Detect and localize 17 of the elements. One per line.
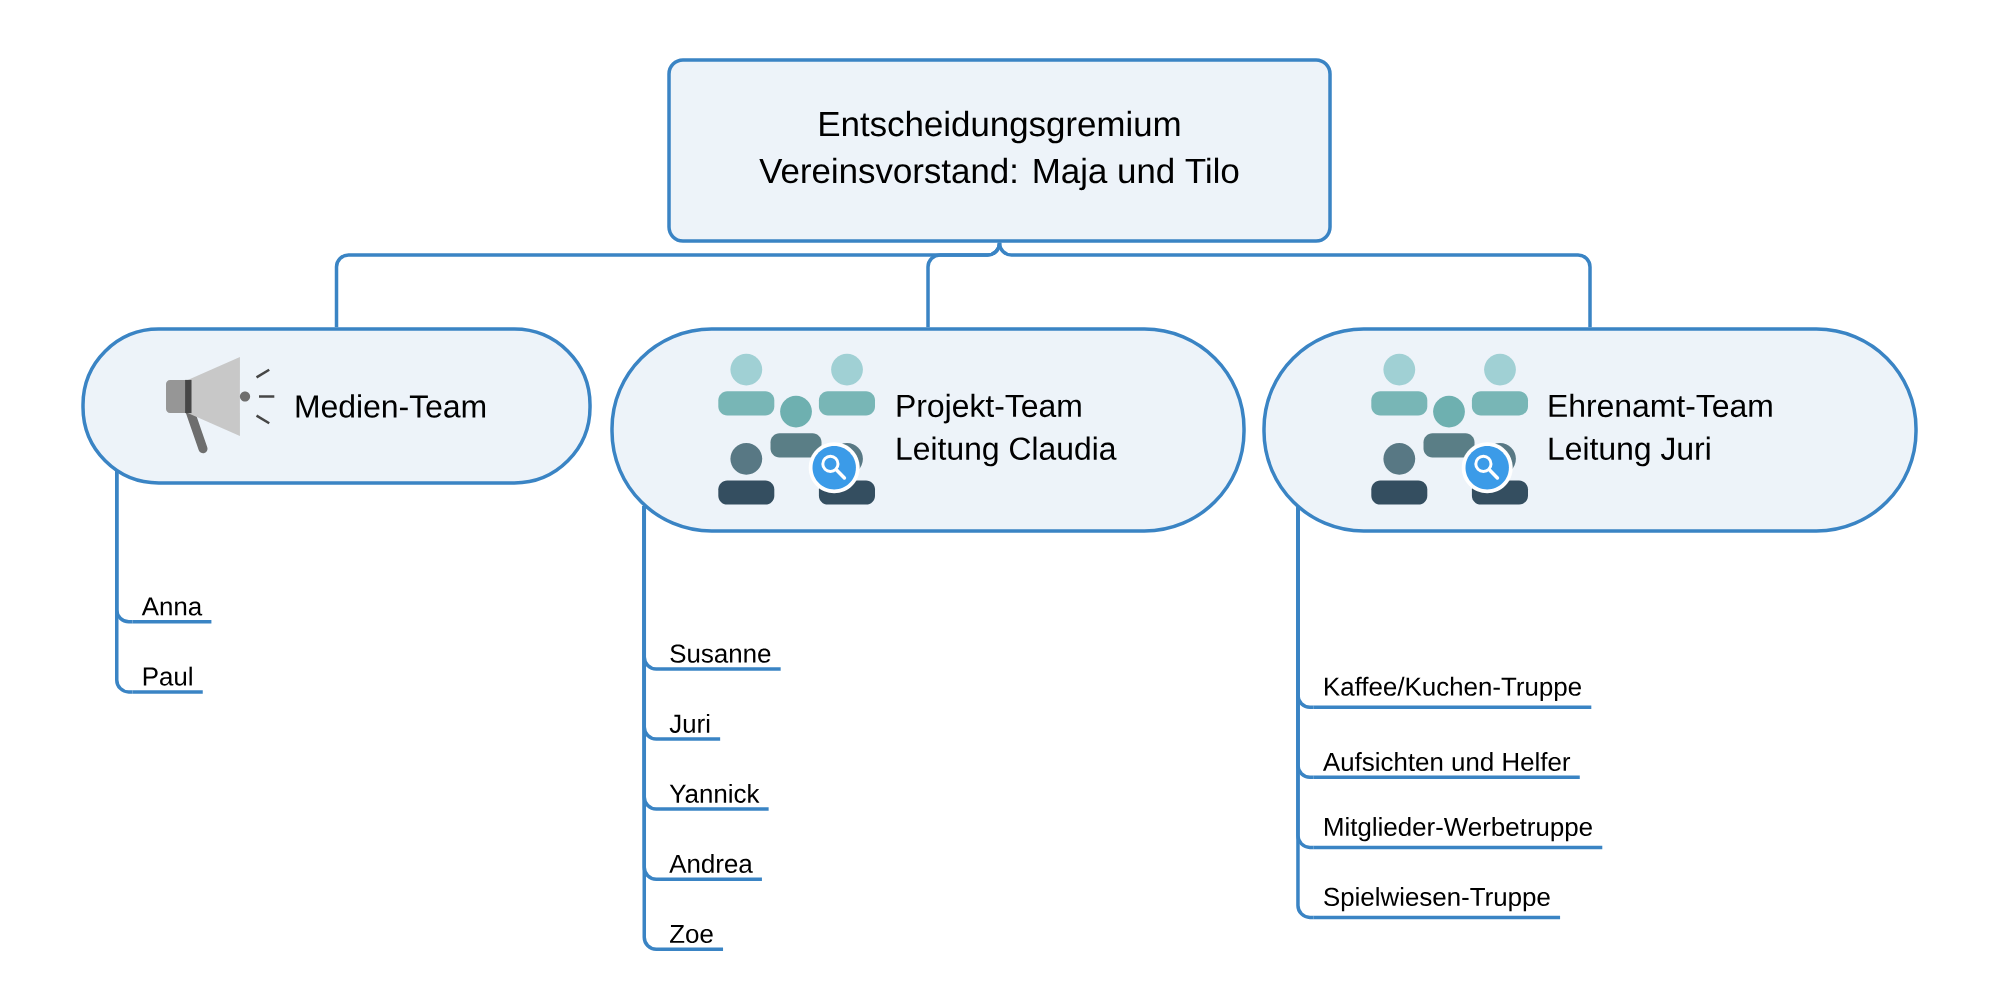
underlined-label: Kaffee/Kuchen-Truppe — [1313, 676, 1592, 709]
underlined-label: Andrea — [660, 854, 762, 881]
underlined-label: Zoe — [660, 925, 724, 952]
underlined-label: Susanne — [660, 644, 781, 671]
underlined-label: Mitglieder-Werbetruppe — [1313, 817, 1603, 850]
team-box: Ehrenamt-Team Leitung Juri — [1262, 327, 1918, 533]
underlined-label: Anna — [132, 597, 212, 624]
underlined-label: Spielwiesen-Truppe — [1313, 887, 1561, 920]
underlined-label: Juri — [660, 713, 721, 741]
board-box: Entscheidungsgremium Vereinsvorstand: Maja und Tilo — [667, 58, 1332, 243]
underlined-label: Yannick — [660, 783, 769, 811]
connector-line — [926, 241, 1002, 328]
underlined-label: Aufsichten und Helfer — [1313, 752, 1580, 780]
underlined-label: Paul — [132, 666, 203, 694]
team-box: Projekt-Team Leitung Claudia — [610, 327, 1246, 533]
team-box: Medien-Team — [81, 327, 592, 485]
connector-line — [997, 241, 1592, 328]
